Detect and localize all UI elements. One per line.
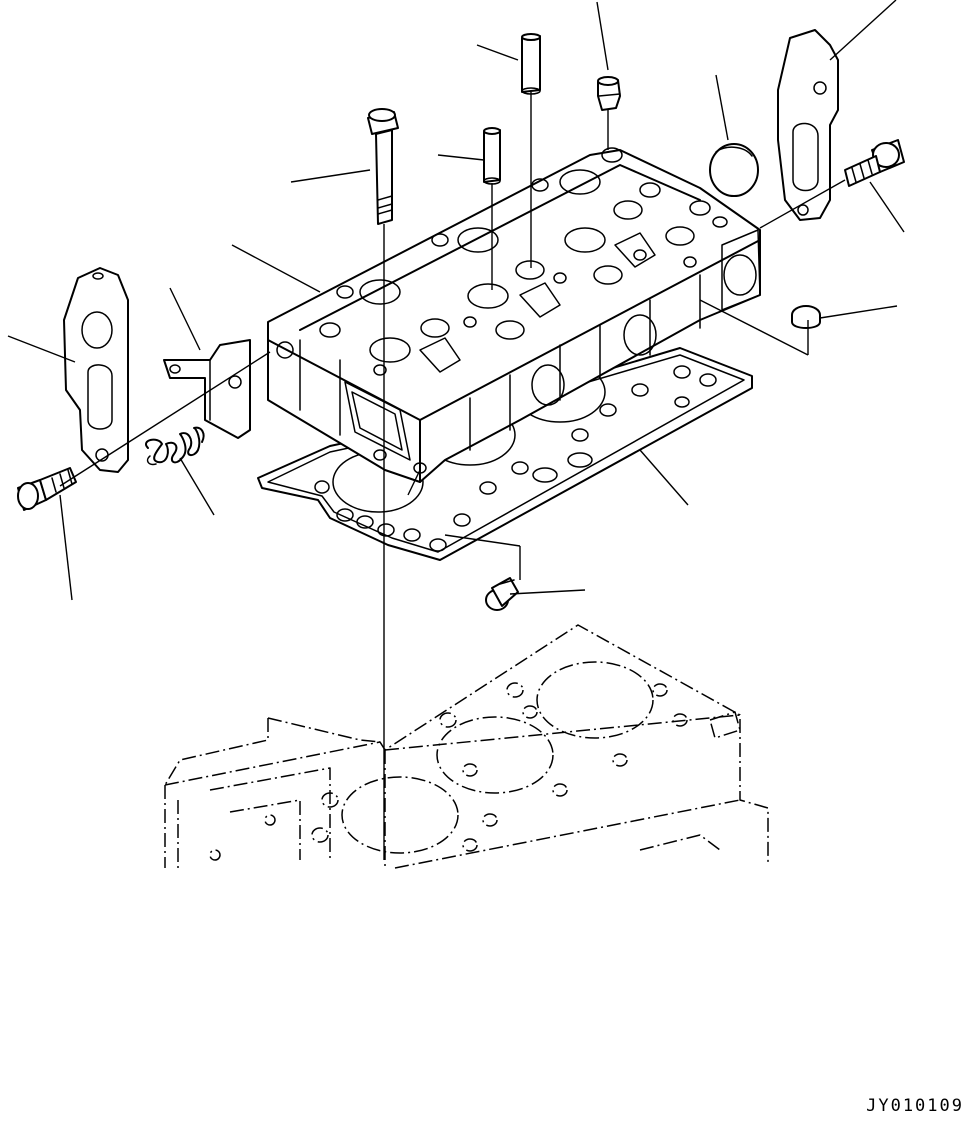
leader-lines: [7, 0, 905, 860]
figure-reference-code: JY010109: [866, 1096, 964, 1116]
bracket: [163, 339, 251, 439]
cylinder-head: [267, 147, 761, 483]
cylinder-block-phantom: [164, 624, 769, 869]
expansion-plug: [709, 143, 759, 197]
left-gasket-plate: [63, 267, 129, 473]
lower-bolt: [485, 577, 519, 611]
top-plug: [597, 76, 621, 111]
head-bolt: [367, 108, 399, 225]
right-bolt: [844, 139, 905, 187]
right-gasket-plate: [777, 29, 839, 221]
left-plug-bolt: [17, 467, 77, 511]
small-cap: [791, 305, 821, 329]
dowel-pin-1: [483, 127, 501, 185]
dowel-pin-2: [521, 33, 541, 95]
spring: [145, 426, 205, 466]
